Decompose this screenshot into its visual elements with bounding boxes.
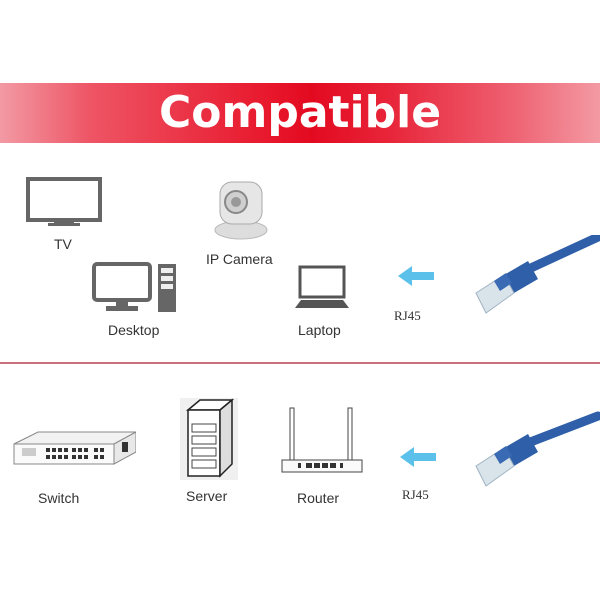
device-label-tv: TV	[54, 236, 72, 252]
device-label-server: Server	[186, 488, 228, 504]
section-divider	[0, 362, 600, 364]
device-label-ip-camera: IP Camera	[206, 251, 273, 267]
tv-icon	[26, 177, 102, 227]
banner-title: Compatible	[158, 87, 442, 138]
server-icon	[180, 398, 238, 480]
ip-camera-icon	[212, 178, 270, 240]
compatible-banner: Compatible	[0, 83, 600, 143]
router-icon	[280, 406, 364, 478]
rj45-label: RJ45	[394, 308, 421, 323]
rj45-cable-icon	[468, 235, 600, 325]
rj45-label: RJ45	[402, 487, 429, 502]
rj45-cable-icon	[468, 408, 600, 498]
desktop-icon	[92, 262, 178, 314]
laptop-icon	[293, 264, 351, 314]
device-label-switch: Switch	[38, 490, 80, 506]
device-label-desktop: Desktop	[108, 322, 160, 338]
device-label-laptop: Laptop	[298, 322, 341, 338]
arrow-left-icon	[398, 265, 434, 287]
arrow-left-icon	[400, 446, 436, 468]
switch-icon	[10, 428, 136, 472]
device-label-router: Router	[297, 490, 340, 506]
